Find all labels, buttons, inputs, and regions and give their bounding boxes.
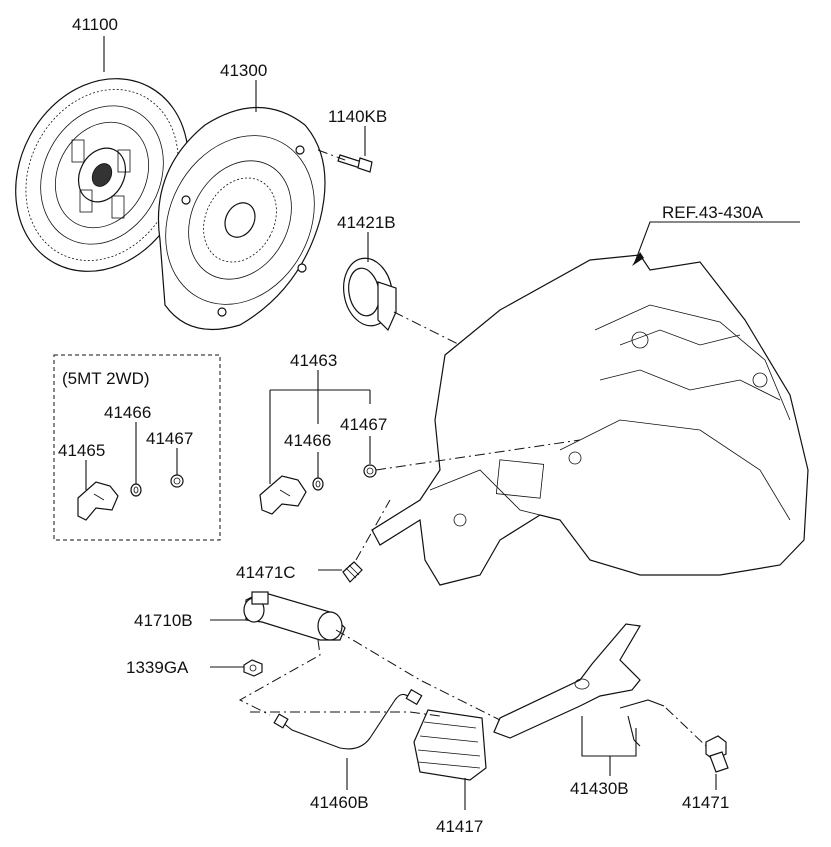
pivot-bolt-41471 [705, 735, 729, 773]
bleeder-41471c [342, 561, 363, 583]
assembly-lines [238, 149, 707, 747]
label-41710b: 41710B [134, 611, 193, 630]
clutch-cover [157, 107, 326, 331]
label-41467-group: 41467 [146, 429, 193, 448]
dust-boot [413, 709, 487, 781]
label-ref-43-430a: REF.43-430A [662, 203, 764, 222]
label-41100: 41100 [72, 15, 118, 34]
bushing-41467-b [363, 464, 377, 478]
slave-cylinder [243, 591, 346, 641]
part-labels: 41100 41300 1140KB REF.43-430A 41421B (5… [58, 15, 764, 836]
bushing-41466-a [130, 483, 142, 497]
release-bearing [343, 257, 397, 332]
bushing-41467-a [170, 474, 184, 488]
label-41300: 41300 [220, 61, 267, 80]
leader-lines [85, 36, 800, 810]
clip-41465 [77, 481, 119, 521]
label-41471c: 41471C [236, 563, 296, 582]
label-1140kb: 1140KB [328, 107, 387, 126]
group-box-5mt-2wd [53, 354, 221, 541]
label-41465: 41465 [58, 441, 105, 460]
label-41460b: 41460B [310, 793, 369, 812]
label-41466: 41466 [284, 431, 331, 450]
label-41466-group: 41466 [104, 403, 151, 422]
bolt-1140kb [337, 154, 373, 173]
label-5mt-2wd: (5MT 2WD) [62, 369, 150, 388]
label-41471: 41471 [682, 793, 729, 812]
bushing-41466-b [312, 477, 324, 491]
transmission-housing [371, 254, 809, 586]
label-41463: 41463 [290, 351, 337, 370]
label-41421b: 41421B [337, 213, 396, 232]
release-fork [493, 623, 665, 747]
label-1339ga: 1339GA [126, 658, 189, 677]
nut-1339ga [243, 659, 263, 677]
clutch-disc [15, 78, 189, 272]
label-41417: 41417 [436, 817, 483, 836]
label-41430b: 41430B [570, 779, 629, 798]
clutch-pipe [273, 688, 423, 750]
clip-41463 [259, 475, 307, 515]
label-41467: 41467 [340, 415, 387, 434]
